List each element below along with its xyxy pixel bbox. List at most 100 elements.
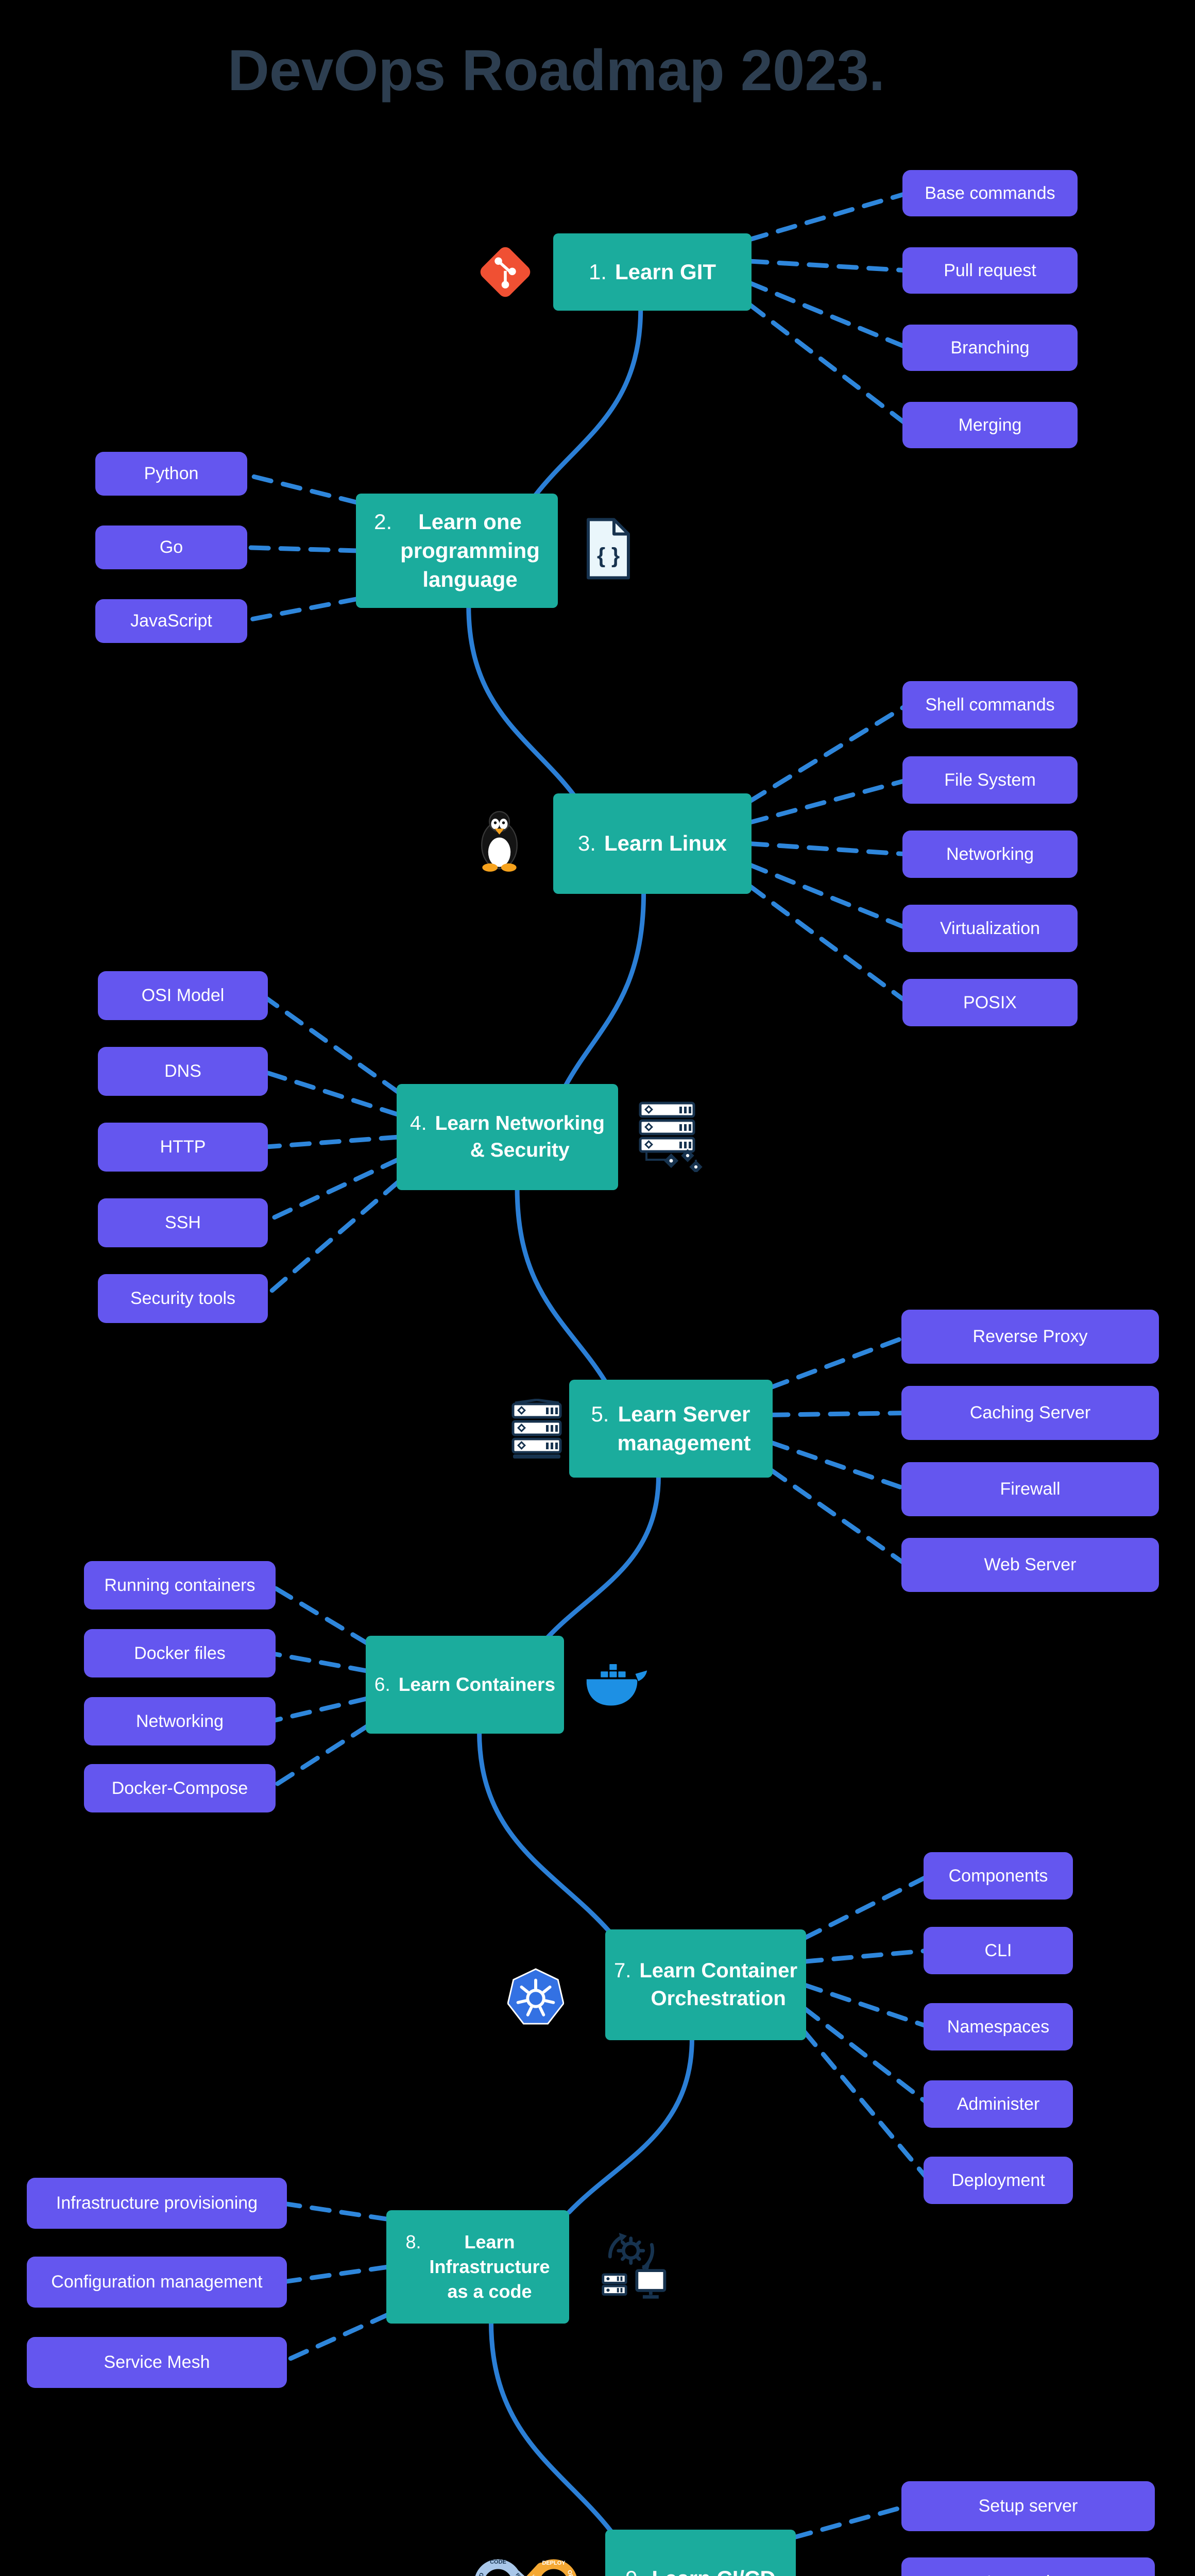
dashed-connector [747,841,910,857]
node-number: 1. [588,259,607,284]
server-rack-icon [510,1399,564,1463]
curve-connector [567,2036,694,2215]
dashed-connector [747,777,910,825]
dashed-connector [768,1467,909,1567]
code-file-icon: { } [581,515,633,582]
main-node-3: 3.Learn Linux [553,793,752,894]
cicd-infinity-icon: CODE PLAN BUILD TEST RELEASE DEPLOY OPER… [466,2554,587,2576]
topic-box: Go [95,526,247,569]
linux-tux-icon [470,806,529,872]
node-title: Learn Networking & Security [435,1112,605,1161]
topic-box: Python [95,452,247,496]
curve-connector [545,1473,661,1640]
dashed-connector [747,191,910,242]
topic-box: POSIX [902,979,1078,1026]
dashed-connector [747,883,910,1005]
main-node-8: 8. Learn Infrastructure as a code [386,2210,569,2324]
topic-box: Docker files [84,1629,276,1677]
node-title: Learn CI/CD [652,2564,775,2576]
dashed-connector [260,1179,401,1301]
topic-box: DNS [98,1047,268,1096]
main-node-6: 6.Learn Containers [366,1636,564,1734]
dashed-connector [747,702,910,804]
git-icon [476,241,534,303]
topic-box: Security tools [98,1274,268,1323]
topic-box: Web Server [901,1538,1159,1592]
node-number: 5. [591,1401,609,1426]
topic-box: Deployment [924,2157,1073,2204]
topic-box: Running containers [84,1561,276,1609]
node-title: Learn Linux [604,831,727,856]
node-title: Learn one programming language [400,509,540,592]
main-node-2: 2.Learn one programming language [356,494,558,608]
topic-box: Components [924,1852,1073,1900]
svg-text:{ }: { } [597,544,620,568]
curve-connector [466,603,577,798]
topic-box: Docker-Compose [84,1764,276,1812]
main-node-5: 5. Learn Server management [569,1380,773,1478]
node-title: Learn GIT [614,259,716,284]
topic-box: Caching Server [901,1386,1159,1440]
topic-box: Networking [902,831,1078,878]
dashed-connector [279,2312,391,2365]
node-title: Learn Infrastructure as a code [429,2231,550,2302]
dashed-connector [791,2504,909,2540]
dashed-connector [240,596,361,623]
kubernetes-icon [507,1967,564,2028]
cicd-label: BUILD [475,2572,485,2576]
node-number: 9. [625,2564,643,2576]
dashed-connector [747,280,910,350]
dashed-connector [801,2006,931,2107]
dashed-connector [801,1948,931,1964]
docker-whale-icon [585,1663,649,1712]
curve-connector [488,2319,614,2534]
dashed-connector [268,1583,370,1646]
dashed-connector [260,1134,401,1149]
topic-box: Pull request [902,247,1078,294]
topic-box: JavaScript [95,599,247,643]
dashed-connector [260,1069,401,1117]
topic-box: Reverse Proxy [901,1310,1159,1364]
main-node-4: 4. Learn Networking & Security [397,1084,618,1190]
dashed-connector [768,1334,909,1390]
page-title: DevOps Roadmap 2023. [227,38,885,103]
main-node-9: 9. Learn CI/CD [605,2530,796,2576]
dashed-connector [268,1651,370,1673]
dashed-connector [260,1157,401,1225]
dashed-connector [747,862,910,931]
cicd-label: DEPLOY [542,2560,566,2566]
dashed-connector [279,2201,391,2222]
node-number: 6. [374,1674,390,1696]
dashed-connector [268,1696,370,1724]
dashed-connector [747,302,910,428]
node-title: Learn Container Orchestration [639,1959,798,2010]
topic-box: Networking [84,1697,276,1745]
topic-box: Setup server [901,2481,1155,2531]
node-number: 8. [405,2231,421,2252]
dashed-connector [768,1411,909,1417]
node-title: Learn Server management [617,1401,751,1455]
topic-box: Service Mesh [27,2337,287,2388]
topic-box: OSI Model [98,971,268,1020]
topic-box: Virtualization [902,905,1078,952]
topic-box: Base commands [902,170,1078,216]
dashed-connector [260,993,401,1095]
topic-box: SSH [98,1198,268,1247]
main-node-7: 7.Learn Container Orchestration [605,1929,806,2040]
dashed-connector [768,1440,909,1492]
curve-connector [563,889,646,1089]
topic-box: CLI [924,1927,1073,1974]
dashed-connector [747,259,910,273]
curve-connector [515,1185,608,1384]
topic-box: Configuration management [27,2257,287,2308]
topic-box: Integration [901,2557,1155,2576]
cicd-label: PLAN [515,2572,527,2576]
topic-box: Merging [902,402,1078,448]
dashed-connector [268,1723,370,1791]
node-number: 4. [410,1112,427,1134]
topic-box: HTTP [98,1123,268,1172]
dashed-connector [801,2029,931,2183]
topic-box: Administer [924,2080,1073,2128]
